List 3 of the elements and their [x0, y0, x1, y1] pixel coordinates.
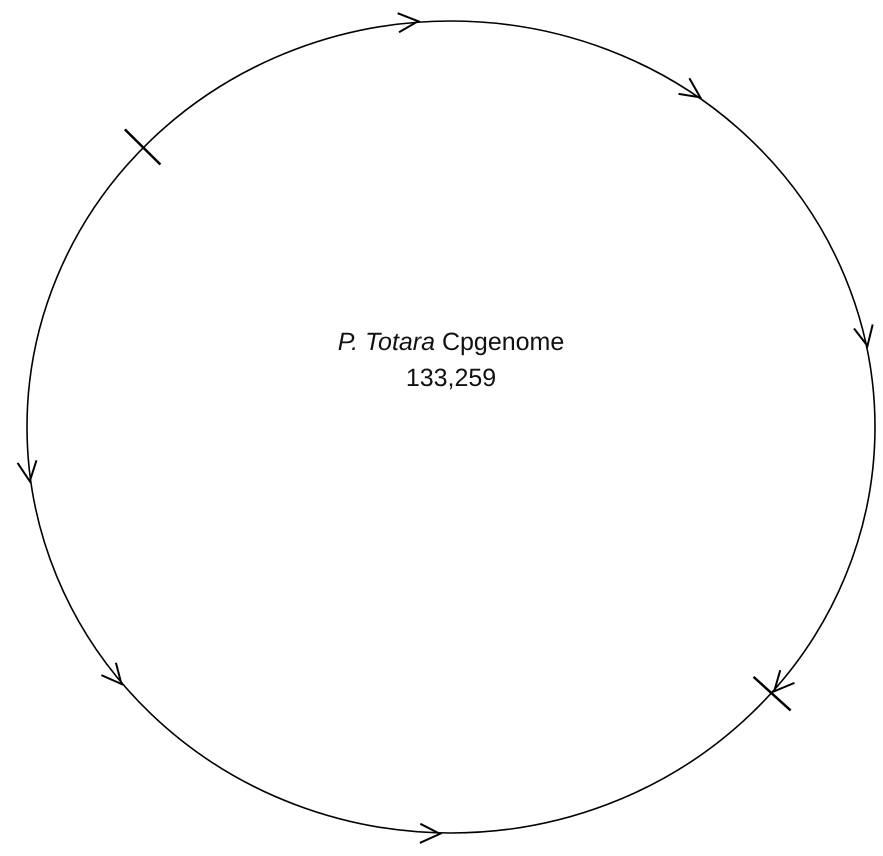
genome-circle: [26, 20, 876, 834]
genome-name: P. Totara Cpgenome: [338, 328, 564, 357]
genome-length: 133,259: [406, 364, 496, 393]
